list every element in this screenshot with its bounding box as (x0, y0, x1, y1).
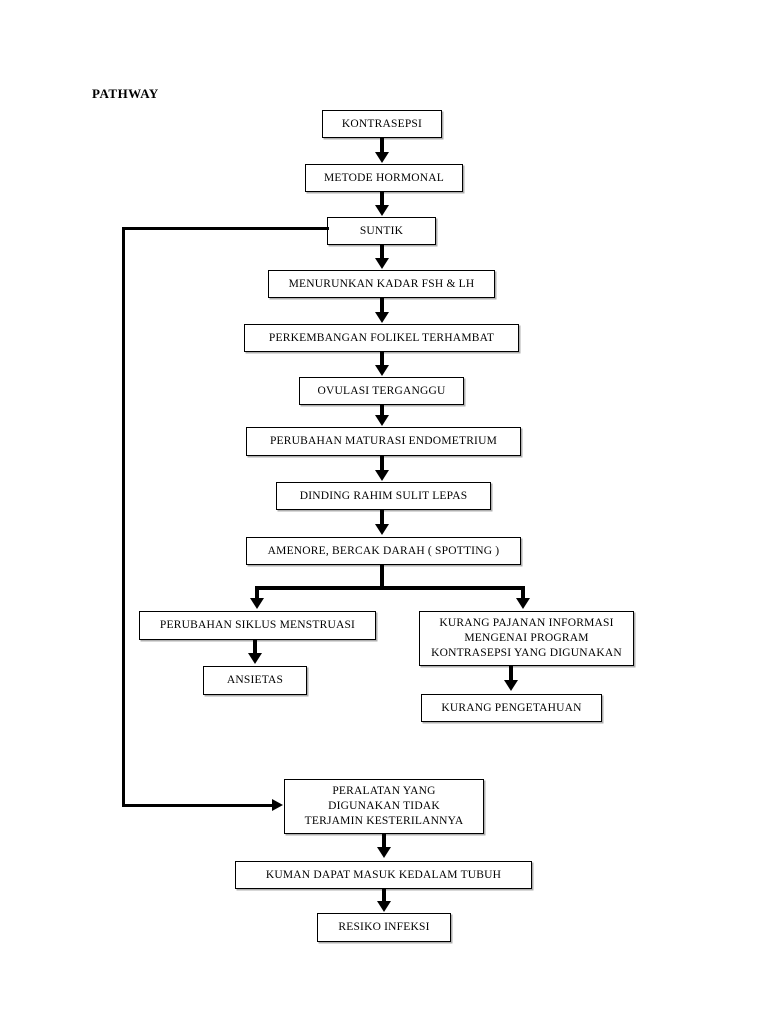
edge-pajanan-pengetahuan-line (509, 666, 513, 681)
edge-folikel-ovulasi-arrow-icon (375, 365, 389, 376)
edge-kontrasepsi-metode-hormonal-line (380, 138, 384, 154)
node-resiko-infeksi: RESIKO INFEKSI (317, 913, 451, 942)
node-peralatan-line-1: PERALATAN YANG (332, 785, 436, 798)
edge-ovulasi-maturasi-line (380, 405, 384, 417)
node-kuman-masuk: KUMAN DAPAT MASUK KEDALAM TUBUH (235, 861, 532, 889)
node-kurang-pajanan-line-3: KONTRASEPSI YANG DIGUNAKAN (431, 646, 622, 659)
node-ovulasi-terganggu: OVULASI TERGANGGU (299, 377, 464, 405)
edge-suntik-peralatan-arrow-icon (272, 799, 283, 811)
node-peralatan-label: PERALATAN YANG DIGUNAKAN TIDAK TERJAMIN … (291, 784, 477, 828)
node-kurang-pajanan-line-2: MENGENAI PROGRAM (464, 632, 589, 645)
node-folikel-terhambat-label: PERKEMBANGAN FOLIKEL TERHAMBAT (268, 331, 495, 344)
edge-ovulasi-maturasi-arrow-icon (375, 415, 389, 426)
edge-suntik-menurunkan-arrow-icon (375, 258, 389, 269)
node-suntik: SUNTIK (327, 217, 436, 245)
node-kurang-pajanan-line-1: KURANG PAJANAN INFORMASI (439, 617, 614, 630)
node-kontrasepsi: KONTRASEPSI (322, 110, 442, 138)
node-peralatan-line-2: DIGUNAKAN TIDAK (328, 800, 440, 813)
edge-metode-hormonal-suntik-arrow-icon (375, 205, 389, 216)
edge-siklus-ansietas-arrow-icon (248, 653, 262, 664)
edge-dinding-amenore-line (380, 510, 384, 525)
edge-amenore-split-stem (380, 565, 384, 590)
node-kuman-masuk-label: KUMAN DAPAT MASUK KEDALAM TUBUH (265, 868, 502, 881)
edge-menurunkan-folikel-arrow-icon (375, 312, 389, 323)
node-peralatan: PERALATAN YANG DIGUNAKAN TIDAK TERJAMIN … (284, 779, 484, 834)
edge-folikel-ovulasi-line (380, 352, 384, 366)
page-title: PATHWAY (92, 86, 159, 101)
edge-split-left-line (255, 586, 259, 600)
node-folikel-terhambat: PERKEMBANGAN FOLIKEL TERHAMBAT (244, 324, 519, 352)
edge-suntik-peralatan-vertical-segment (122, 227, 125, 807)
node-siklus-menstruasi: PERUBAHAN SIKLUS MENSTRUASI (139, 611, 376, 640)
node-ansietas-label: ANSIETAS (226, 674, 284, 687)
edge-metode-hormonal-suntik-line (380, 192, 384, 207)
edge-dinding-amenore-arrow-icon (375, 524, 389, 535)
edge-split-right-arrow-icon (516, 598, 530, 609)
edge-suntik-peralatan-bottom-segment (122, 804, 274, 807)
node-amenore: AMENORE, BERCAK DARAH ( SPOTTING ) (246, 537, 521, 565)
node-metode-hormonal-label: METODE HORMONAL (323, 171, 445, 184)
edge-suntik-peralatan-top-segment (122, 227, 329, 230)
node-maturasi-endometrium: PERUBAHAN MATURASI ENDOMETRIUM (246, 427, 521, 456)
edge-peralatan-kuman-arrow-icon (377, 847, 391, 858)
node-ansietas: ANSIETAS (203, 666, 307, 695)
edge-suntik-menurunkan-line (380, 245, 384, 259)
edge-siklus-ansietas-line (253, 640, 257, 654)
edge-maturasi-dinding-arrow-icon (375, 470, 389, 481)
node-menurunkan-fsh-lh: MENURUNKAN KADAR FSH & LH (268, 270, 495, 298)
node-metode-hormonal: METODE HORMONAL (305, 164, 463, 192)
node-dinding-rahim: DINDING RAHIM SULIT LEPAS (276, 482, 491, 510)
edge-peralatan-kuman-line (382, 834, 386, 848)
edge-pajanan-pengetahuan-arrow-icon (504, 680, 518, 691)
node-siklus-menstruasi-label: PERUBAHAN SIKLUS MENSTRUASI (159, 619, 356, 632)
node-kurang-pengetahuan: KURANG PENGETAHUAN (421, 694, 602, 722)
node-peralatan-line-3: TERJAMIN KESTERILANNYA (304, 814, 464, 827)
edge-kuman-resiko-line (382, 889, 386, 902)
node-kurang-pengetahuan-label: KURANG PENGETAHUAN (441, 701, 582, 714)
edge-split-left-arrow-icon (250, 598, 264, 609)
node-ovulasi-terganggu-label: OVULASI TERGANGGU (317, 384, 446, 397)
edge-kontrasepsi-metode-hormonal-arrow-icon (375, 152, 389, 163)
node-kontrasepsi-label: KONTRASEPSI (341, 117, 423, 130)
node-resiko-infeksi-label: RESIKO INFEKSI (338, 921, 430, 934)
edge-split-right-line (521, 586, 525, 600)
node-kurang-pajanan: KURANG PAJANAN INFORMASI MENGENAI PROGRA… (419, 611, 634, 666)
node-dinding-rahim-label: DINDING RAHIM SULIT LEPAS (299, 489, 468, 502)
edge-kuman-resiko-arrow-icon (377, 901, 391, 912)
node-maturasi-endometrium-label: PERUBAHAN MATURASI ENDOMETRIUM (269, 435, 498, 448)
node-amenore-label: AMENORE, BERCAK DARAH ( SPOTTING ) (267, 544, 500, 557)
node-suntik-label: SUNTIK (359, 224, 404, 237)
edge-menurunkan-folikel-line (380, 298, 384, 313)
edge-maturasi-dinding-line (380, 456, 384, 471)
edge-amenore-split-bar (255, 586, 525, 590)
node-kurang-pajanan-label: KURANG PAJANAN INFORMASI MENGENAI PROGRA… (426, 616, 627, 660)
node-menurunkan-fsh-lh-label: MENURUNKAN KADAR FSH & LH (288, 277, 475, 290)
